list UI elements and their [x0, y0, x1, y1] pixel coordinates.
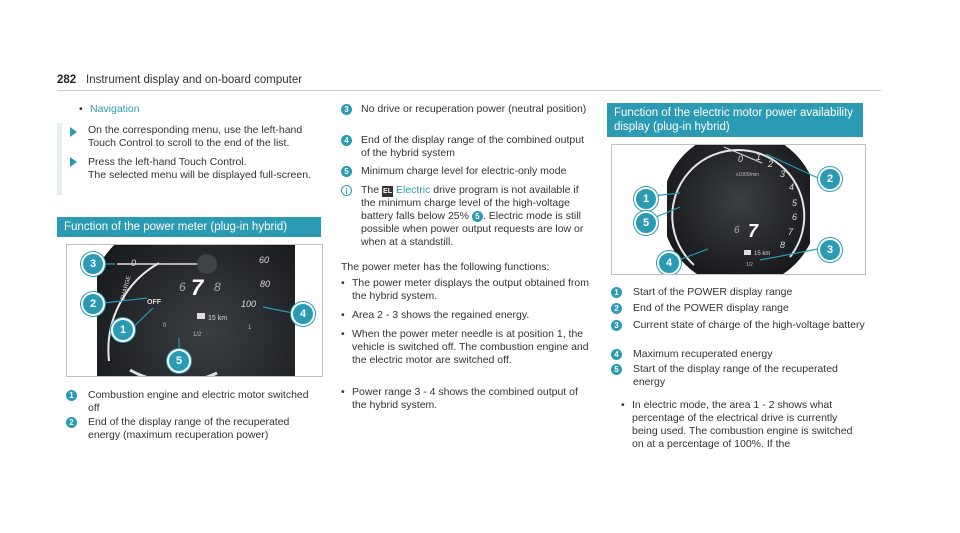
- section-title-power-meter: Function of the power meter (plug-in hyb…: [57, 217, 321, 237]
- legend-text: Start of the display range of the recupe…: [633, 363, 838, 388]
- legend-text: End of the display range of the recupera…: [88, 416, 290, 441]
- legend-text: Current state of charge of the high-volt…: [633, 319, 865, 331]
- power-availability-gauge: 0 1 2 3 4 5 6 7 8 x1000/min 6 7 15 km 1/…: [612, 145, 865, 274]
- legend-number: 5: [611, 364, 622, 375]
- callout-4: 4: [657, 251, 681, 274]
- inline-number-5: 5: [471, 211, 483, 222]
- function-bullet-3: When the power meter needle is at positi…: [341, 328, 592, 367]
- legend-number: 1: [611, 287, 622, 298]
- gear-current: 7: [191, 275, 205, 300]
- legend-text: Combustion engine and electric motor swi…: [88, 389, 309, 414]
- item-number: 4: [341, 135, 352, 146]
- item-text: Minimum charge level for electric-only m…: [361, 165, 567, 177]
- legend-number: 2: [611, 303, 622, 314]
- item-number: 5: [341, 166, 352, 177]
- note-prefix: The: [361, 184, 380, 196]
- tick-100: 100: [241, 299, 256, 309]
- callout-1: 1: [111, 318, 135, 342]
- callout-3: 3: [818, 238, 842, 262]
- tick-60: 60: [259, 255, 269, 265]
- tick-1: 1: [756, 152, 761, 162]
- legend-number: 1: [66, 390, 77, 401]
- nav-bullet[interactable]: Navigation: [79, 103, 140, 116]
- legend-item-3: 3 Current state of charge of the high-vo…: [611, 319, 866, 332]
- tick-0: 0: [738, 154, 743, 164]
- rpm-label: x1000/min: [736, 172, 759, 178]
- electric-mode-icon: EL: [382, 186, 394, 197]
- gear-current: 7: [748, 221, 759, 241]
- tick-5: 5: [792, 198, 798, 208]
- item-3: 3 No drive or recuperation power (neutra…: [341, 103, 591, 116]
- tick-80: 80: [260, 279, 270, 289]
- legend-item-1: 1 Start of the POWER display range: [611, 286, 866, 299]
- legend-text: End of the POWER display range: [633, 302, 789, 314]
- step-arrow-icon: [70, 127, 77, 137]
- gear-left: 6: [179, 280, 186, 294]
- tick-4: 4: [789, 182, 794, 192]
- item-5: 5 Minimum charge level for electric-only…: [341, 165, 591, 178]
- legend-item-2: 2 End of the display range of the recupe…: [66, 416, 320, 442]
- tick-7: 7: [788, 227, 794, 237]
- section-title-power-availability: Function of the electric motor power ava…: [607, 103, 863, 137]
- gear-left: 6: [734, 225, 740, 236]
- item-number: 3: [341, 104, 352, 115]
- page-number: 282: [57, 74, 77, 86]
- function-bullet-4: Power range 3 - 4 shows the combined out…: [341, 386, 592, 412]
- range-readout: 15 km: [754, 251, 770, 257]
- step-1: On the corresponding menu, use the left-…: [88, 124, 303, 149]
- legend-text: Maximum recuperated energy: [633, 348, 773, 360]
- header-rule: [57, 90, 881, 91]
- legend-item-1: 1 Combustion engine and electric motor s…: [66, 389, 320, 415]
- note-link-electric[interactable]: Electric: [395, 184, 431, 196]
- callout-2: 2: [818, 167, 842, 191]
- tick-8: 8: [780, 240, 785, 250]
- running-header: Instrument display and on-board computer: [86, 74, 303, 86]
- range-readout: 15 km: [208, 315, 227, 322]
- callout-5: 5: [634, 211, 658, 235]
- callout-4: 4: [291, 302, 315, 326]
- callout-1: 1: [634, 187, 658, 211]
- gear-right: 8: [214, 280, 221, 294]
- instruction-bar: [57, 123, 62, 195]
- functions-paragraph: The power meter has the following functi…: [341, 261, 550, 273]
- tick-2: 2: [767, 159, 773, 169]
- bottom-1: 1: [248, 325, 252, 331]
- note-text-1: drive program is not available if the mi…: [361, 184, 579, 222]
- note: i The EL Electric drive program is not a…: [341, 184, 593, 249]
- legend-number: 4: [611, 349, 622, 360]
- callout-5: 5: [167, 349, 191, 373]
- power-meter-gauge: CHARGE OFF 0 60 80 100 6 7 8 15 km 1/2 0…: [67, 245, 322, 376]
- step-2a: Press the left-hand Touch Control.: [88, 156, 247, 168]
- legend-number: 3: [611, 320, 622, 331]
- tick-0: 0: [131, 258, 136, 268]
- info-icon: i: [341, 185, 352, 196]
- electric-mode-bullet: In electric mode, the area 1 - 2 shows w…: [621, 399, 864, 451]
- legend-item-2: 2 End of the POWER display range: [611, 302, 866, 315]
- legend-item-5: 5 Start of the display range of the recu…: [611, 363, 866, 389]
- legend-item-4: 4 Maximum recuperated energy: [611, 348, 866, 361]
- step-arrow-icon: [70, 157, 77, 167]
- function-bullet-1: The power meter displays the output obta…: [341, 277, 592, 303]
- legend-text: Start of the POWER display range: [633, 286, 793, 298]
- legend-number: 2: [66, 417, 77, 428]
- power-availability-figure: 0 1 2 3 4 5 6 7 8 x1000/min 6 7 15 km 1/…: [611, 144, 866, 275]
- callout-2: 2: [81, 292, 105, 316]
- note-text-2: . Electric mode is still possible when p…: [361, 210, 584, 248]
- half-label: 1/2: [193, 332, 202, 338]
- step-2b: The selected menu will be displayed full…: [88, 169, 311, 181]
- item-4: 4 End of the display range of the combin…: [341, 134, 591, 160]
- tick-6: 6: [792, 212, 797, 222]
- function-bullet-2: Area 2 - 3 shows the regained energy.: [341, 309, 592, 322]
- tick-3: 3: [780, 169, 785, 179]
- callout-3: 3: [81, 252, 105, 276]
- half-label: 1/2: [746, 262, 753, 268]
- power-meter-figure: CHARGE OFF 0 60 80 100 6 7 8 15 km 1/2 0…: [66, 244, 323, 377]
- off-label: OFF: [147, 299, 162, 306]
- bottom-0: 0: [163, 323, 167, 329]
- item-text: No drive or recuperation power (neutral …: [361, 103, 587, 115]
- item-text: End of the display range of the combined…: [361, 134, 584, 159]
